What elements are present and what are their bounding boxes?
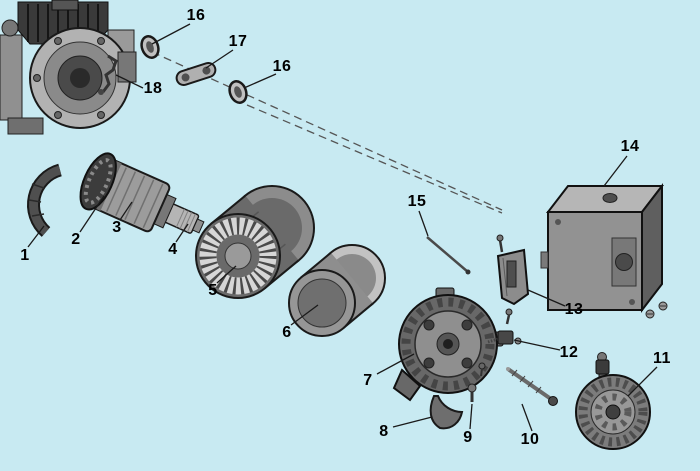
- engine-assembly: [0, 0, 137, 135]
- callout-10: 10: [520, 431, 540, 448]
- callout-3: 3: [112, 219, 122, 236]
- callout-13: 13: [564, 301, 584, 318]
- callout-6: 6: [282, 324, 292, 341]
- callout-16-a: 16: [186, 7, 206, 24]
- rod-part-15: [426, 236, 471, 275]
- callout-2: 2: [71, 231, 81, 248]
- curved-bracket-part-1: [27, 163, 63, 237]
- callout-1: 1: [20, 247, 30, 264]
- callout-8: 8: [379, 423, 389, 440]
- callout-14: 14: [620, 138, 640, 155]
- callout-5: 5: [208, 282, 218, 299]
- bolt-part-10: [506, 367, 558, 406]
- callout-16-b: 16: [272, 58, 292, 75]
- cover-segment-part-8: [429, 395, 464, 430]
- bracket-part-13: [496, 234, 530, 325]
- callout-9: 9: [463, 429, 473, 446]
- callout-11: 11: [653, 350, 671, 367]
- control-box-part-14: [540, 183, 668, 319]
- link-part-17: [175, 61, 217, 87]
- clamp-part-16-b: [228, 80, 248, 104]
- callout-18: 18: [143, 80, 163, 97]
- end-cover-part-11: [575, 352, 651, 450]
- rotor-assembly-parts-2-3-4: [79, 152, 205, 234]
- callout-17: 17: [228, 33, 248, 50]
- stator-part-5: [195, 185, 315, 299]
- ring-part-6: [288, 244, 386, 337]
- callout-7: 7: [363, 372, 373, 389]
- bracket-part-18: [98, 54, 118, 95]
- leader-lines: [27, 23, 658, 432]
- callout-4: 4: [168, 241, 178, 258]
- clamp-part-16-a: [140, 35, 160, 59]
- end-bracket-part-7: [392, 287, 504, 402]
- screw-part-9: [467, 362, 486, 402]
- axis-centerline: [151, 51, 503, 214]
- callout-12: 12: [559, 344, 579, 361]
- callout-15: 15: [407, 193, 427, 210]
